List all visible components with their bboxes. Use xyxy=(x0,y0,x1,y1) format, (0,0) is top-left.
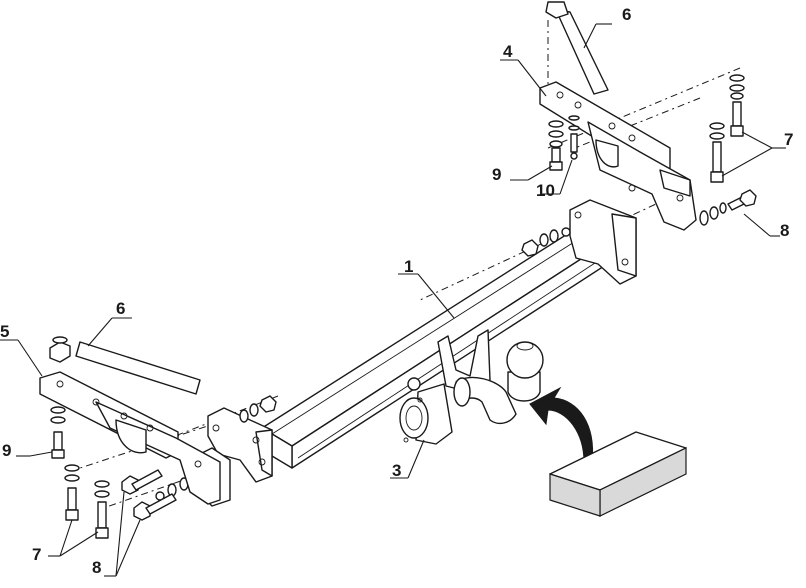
right-bolt-stack-10 xyxy=(568,115,580,160)
rotation-arrow xyxy=(529,386,594,463)
left-bolt-stack-9 xyxy=(50,406,66,459)
right-side-bolt xyxy=(699,189,757,226)
callout-labels: 1 3 4 5 6 6 7 7 8 8 9 9 10 xyxy=(0,5,793,577)
callout-9-left: 9 xyxy=(2,441,11,460)
bumper-block xyxy=(549,431,687,517)
right-beam-fasteners xyxy=(521,227,571,257)
crossbar-right-end-plate xyxy=(569,199,637,285)
callout-1: 1 xyxy=(404,257,413,276)
callout-4: 4 xyxy=(503,42,513,61)
callout-10: 10 xyxy=(536,181,555,200)
callout-leaders xyxy=(0,23,786,577)
right-side-bracket xyxy=(539,81,697,231)
left-side-bolts xyxy=(121,469,177,521)
callout-8-left: 8 xyxy=(92,558,101,577)
right-long-bolts xyxy=(709,74,745,183)
callout-8-right: 8 xyxy=(780,221,789,240)
crossbar-beam xyxy=(261,211,633,469)
tow-ball-neck xyxy=(437,329,544,425)
callout-6-left: 6 xyxy=(116,299,125,318)
left-side-bracket xyxy=(39,371,221,505)
callout-3: 3 xyxy=(392,461,401,480)
right-bolt-stack-9 xyxy=(548,120,564,171)
socket-plate xyxy=(399,377,453,445)
callout-5: 5 xyxy=(0,322,9,341)
left-long-bolts xyxy=(64,464,110,539)
right-strap xyxy=(545,1,609,95)
callout-6-top: 6 xyxy=(622,5,631,24)
callout-7-left: 7 xyxy=(32,545,41,564)
callout-7-right: 7 xyxy=(784,130,793,149)
callout-9-right: 9 xyxy=(492,165,501,184)
left-strap xyxy=(49,336,201,395)
